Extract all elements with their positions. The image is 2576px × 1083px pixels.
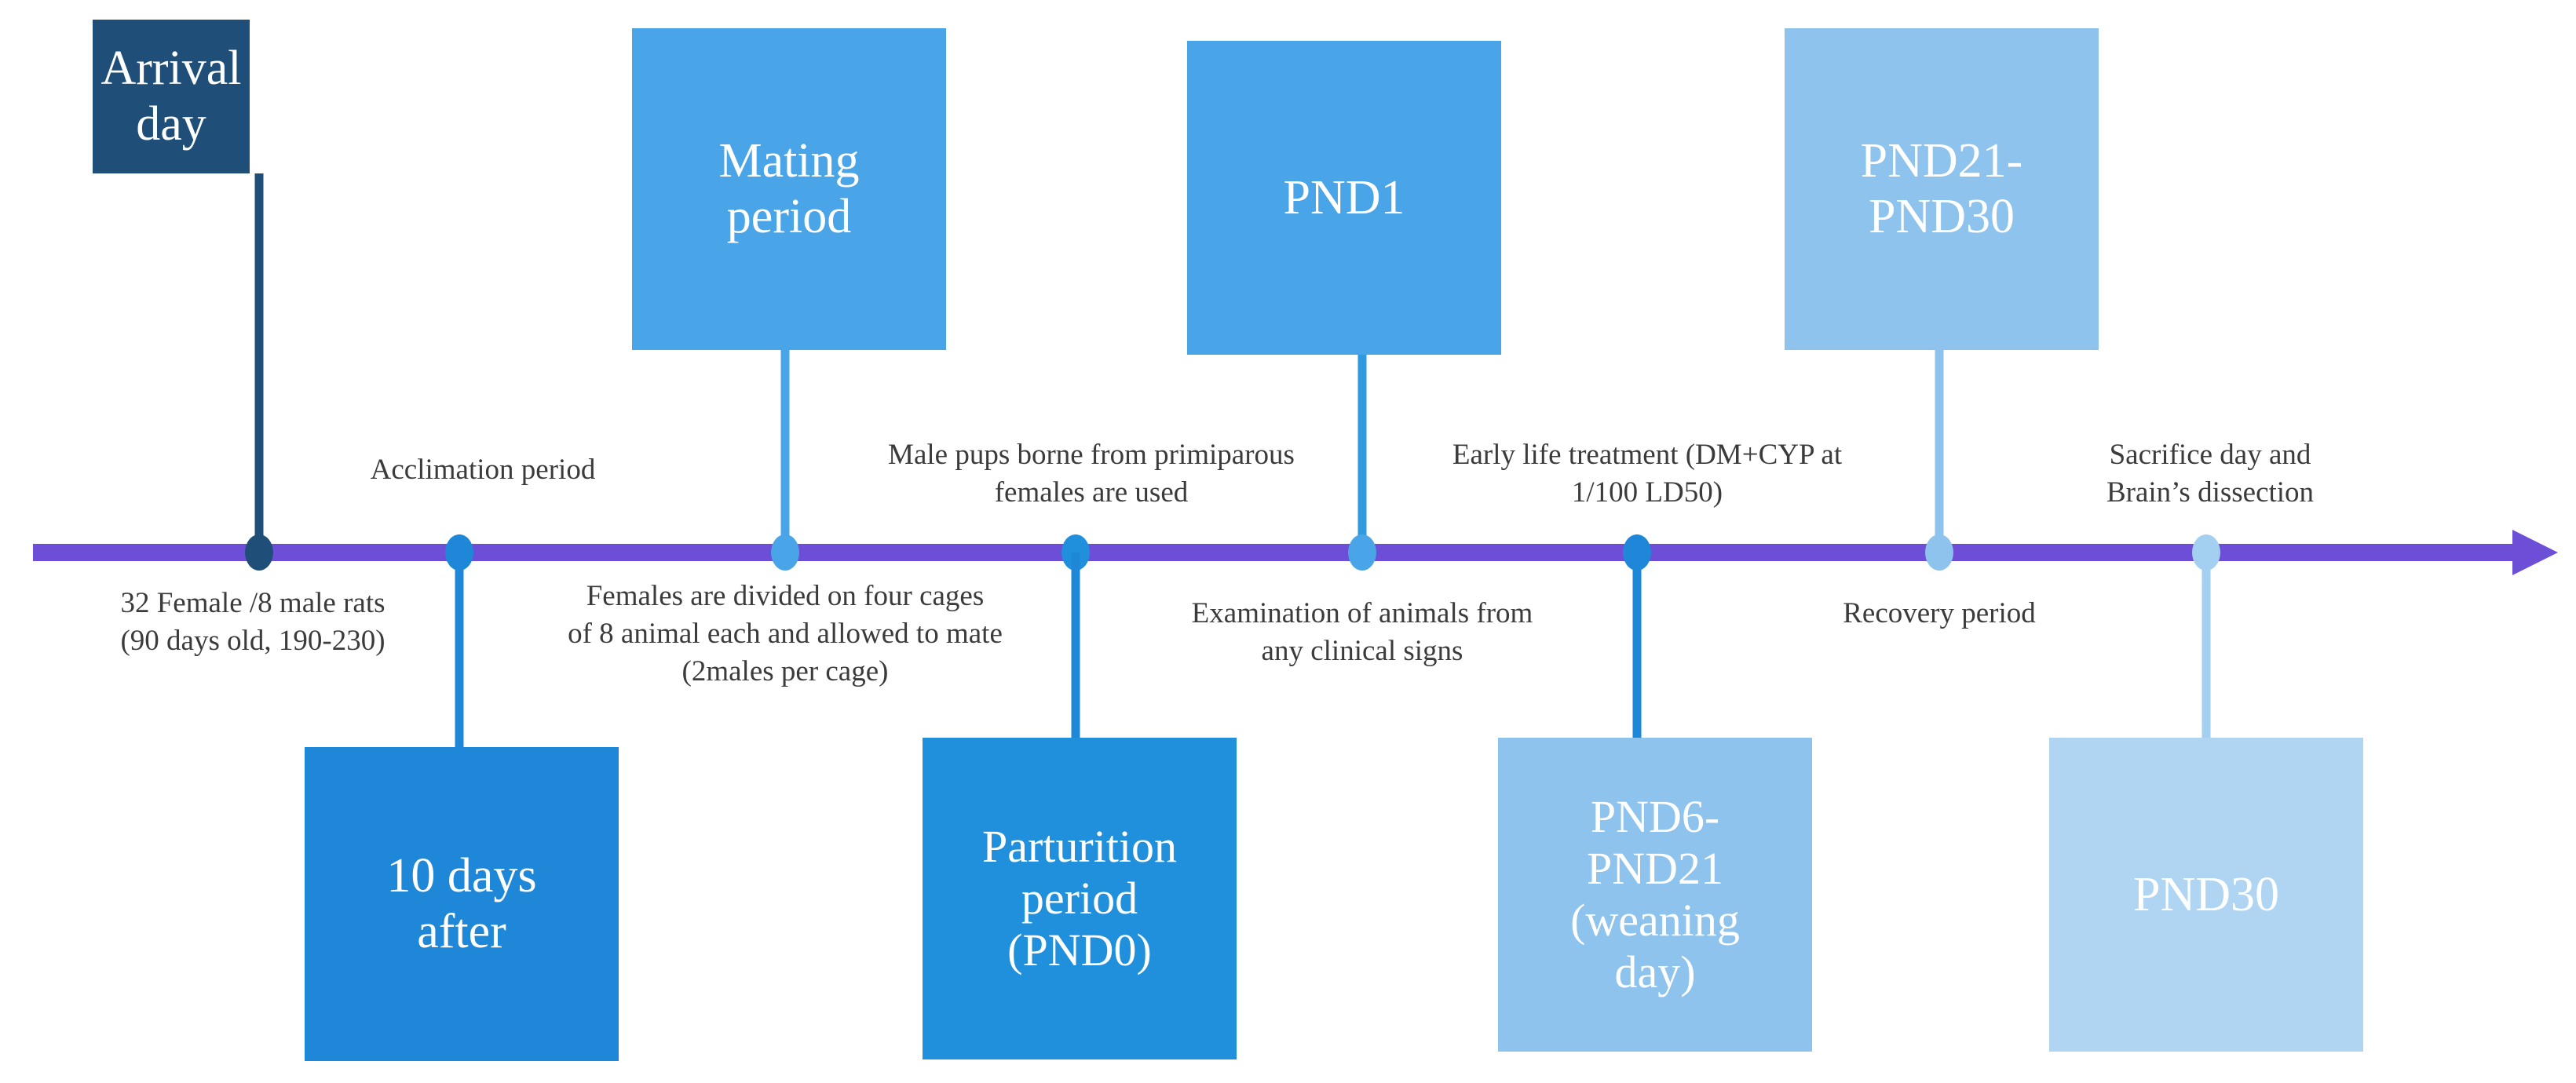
connector-stem-parturition-period — [1071, 552, 1080, 741]
event-box-mating-period[interactable]: Mating period — [632, 28, 946, 350]
event-box-pnd21-pnd30[interactable]: PND21- PND30 — [1785, 28, 2099, 350]
event-box-pnd6-pnd21[interactable]: PND6- PND21 (weaning day) — [1498, 738, 1812, 1052]
caption-arrival-day: 32 Female /8 male rats (90 days old, 190… — [120, 587, 385, 658]
connector-stem-pnd30 — [2201, 552, 2211, 741]
caption-mating-period: Females are divided on four cages of 8 a… — [568, 580, 1003, 688]
connector-stem-ten-days-after — [455, 552, 464, 749]
connector-stem-mating-period — [780, 350, 790, 556]
connector-stem-arrival-day — [254, 173, 264, 556]
timeline-marker-pnd21-pnd30[interactable] — [1925, 534, 1953, 571]
caption-pnd21-pnd30: Recovery period — [1843, 597, 2036, 629]
event-box-parturition-period[interactable]: Parturition period (PND0) — [923, 738, 1237, 1059]
caption-pnd1: Examination of animals from any clinical… — [1191, 597, 1533, 668]
event-box-ten-days-after[interactable]: 10 days after — [305, 747, 619, 1061]
timeline-marker-pnd1[interactable] — [1348, 534, 1376, 571]
caption-pnd6-pnd21: Early life treatment (DM+CYP at 1/100 LD… — [1452, 439, 1843, 509]
timeline-axis-line — [33, 544, 2530, 561]
connector-stem-pnd1 — [1357, 355, 1367, 556]
caption-pnd30: Sacrifice day and Brain’s dissection — [2106, 439, 2315, 509]
timeline-marker-arrival-day[interactable] — [245, 534, 273, 571]
timeline-arrow-icon — [2512, 530, 2558, 575]
event-box-pnd1[interactable]: PND1 — [1187, 41, 1501, 355]
connector-stem-pnd6-pnd21 — [1632, 552, 1642, 741]
connector-stem-pnd21-pnd30 — [1935, 350, 1944, 556]
caption-ten-days-after: Acclimation period — [370, 454, 596, 486]
timeline-marker-mating-period[interactable] — [771, 534, 799, 571]
event-box-arrival-day[interactable]: Arrival day — [93, 20, 250, 173]
caption-parturition-period: Male pups borne from primiparous females… — [888, 439, 1295, 509]
event-box-pnd30[interactable]: PND30 — [2049, 738, 2363, 1052]
